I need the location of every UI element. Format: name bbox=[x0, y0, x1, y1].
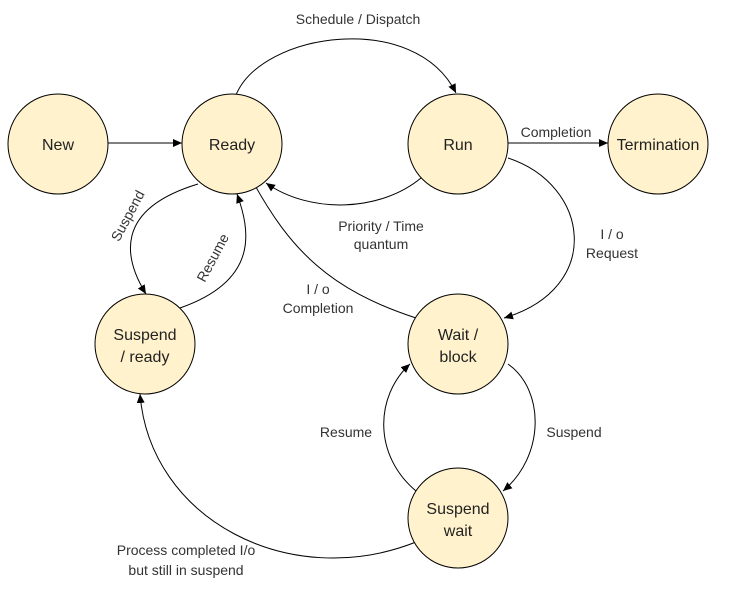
label-resume-to-ready: Resume bbox=[193, 231, 232, 285]
edge-ready-to-suspend-ready bbox=[130, 183, 199, 295]
label-suspend-from-ready: Suspend bbox=[108, 187, 148, 243]
edge-suspend-wait-to-wait bbox=[383, 363, 417, 492]
node-termination: Termination bbox=[607, 93, 709, 195]
node-termination-label: Termination bbox=[617, 137, 700, 154]
node-suspend-ready-line2: / ready bbox=[121, 349, 170, 366]
node-suspend-ready: Suspend / ready bbox=[94, 293, 196, 395]
label-priority-line2: quantum bbox=[354, 236, 408, 252]
edge-run-to-wait bbox=[503, 157, 575, 320]
node-run: Run bbox=[407, 93, 509, 195]
edge-wait-to-suspend-wait bbox=[502, 363, 536, 492]
label-completion: Completion bbox=[521, 124, 592, 140]
label-io-completion-line1: I / o bbox=[306, 281, 330, 297]
label-process-completed-line2: but still in suspend bbox=[128, 562, 243, 578]
label-suspend-from-wait: Suspend bbox=[546, 424, 601, 440]
edge-suspend-ready-to-ready bbox=[179, 193, 247, 309]
node-suspend-wait: Suspend wait bbox=[407, 467, 509, 569]
label-schedule-dispatch: Schedule / Dispatch bbox=[296, 11, 421, 27]
node-ready: Ready bbox=[181, 93, 283, 195]
edge-suspend-wait-to-suspend-ready bbox=[136, 393, 417, 559]
node-wait-block-line1: Wait / bbox=[438, 327, 479, 344]
label-priority-line1: Priority / Time bbox=[338, 218, 424, 234]
node-new: New bbox=[7, 93, 109, 195]
edge-ready-to-run bbox=[235, 38, 457, 96]
label-io-request-line2: Request bbox=[586, 245, 638, 261]
edge-wait-to-ready bbox=[251, 179, 417, 319]
node-suspend-wait-line1: Suspend bbox=[426, 501, 489, 518]
node-run-label: Run bbox=[443, 137, 472, 154]
label-process-completed-line1: Process completed I/o bbox=[117, 542, 256, 558]
label-resume-to-wait: Resume bbox=[320, 424, 372, 440]
label-io-completion-line2: Completion bbox=[283, 300, 354, 316]
node-suspend-ready-line1: Suspend bbox=[113, 327, 176, 344]
edge-run-to-ready bbox=[265, 177, 422, 206]
node-wait-block-line2: block bbox=[439, 349, 477, 366]
node-new-label: New bbox=[42, 137, 74, 154]
node-wait-block: Wait / block bbox=[407, 293, 509, 395]
node-ready-label: Ready bbox=[209, 137, 255, 154]
node-suspend-wait-line2: wait bbox=[443, 523, 473, 540]
label-io-request-line1: I / o bbox=[600, 226, 624, 242]
